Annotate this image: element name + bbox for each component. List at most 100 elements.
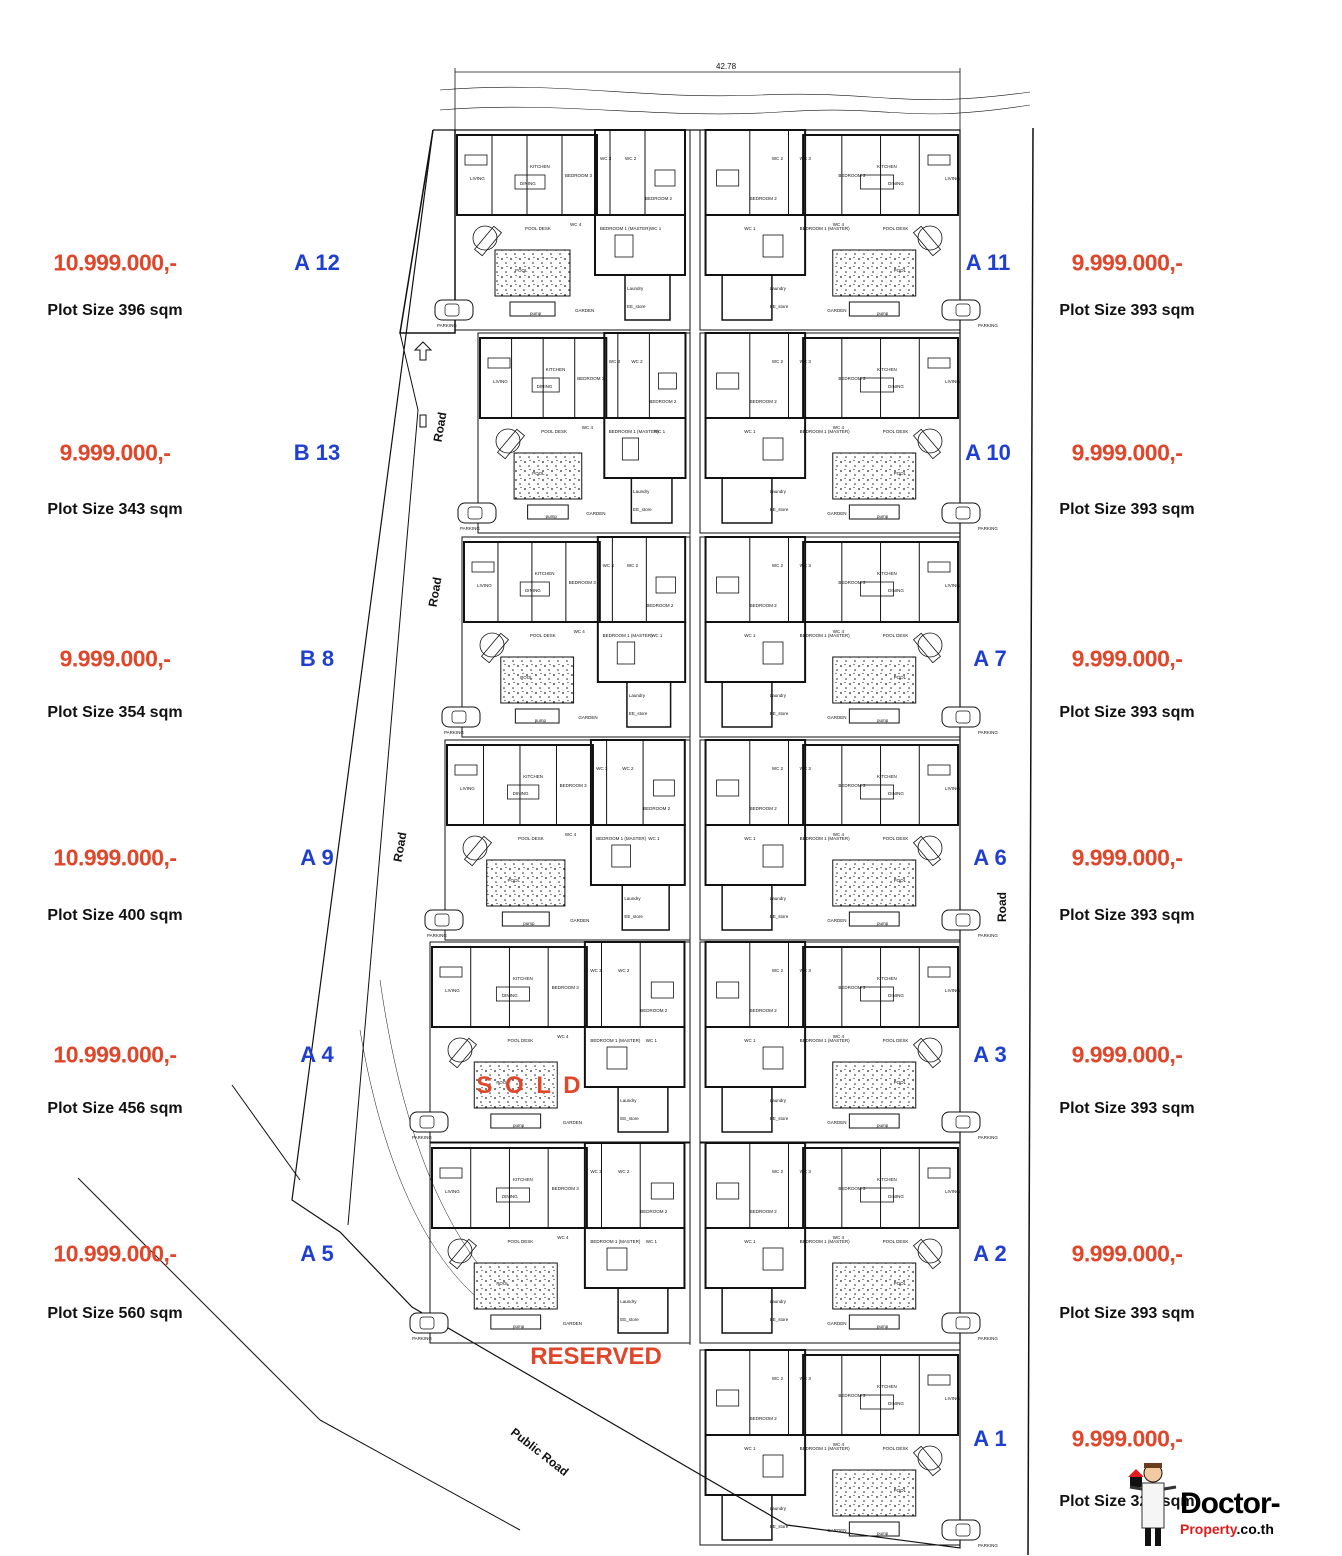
room-label: EE_store (629, 711, 648, 716)
plot-size: Plot Size 393 sqm (1059, 302, 1195, 319)
plot-id: A 9 (300, 845, 334, 870)
room-label: DINING (888, 1194, 904, 1199)
plot-id: A 3 (973, 1042, 1007, 1067)
room-label: BEDROOM 3 (552, 1186, 580, 1191)
room-label: pump (877, 1324, 889, 1329)
room-label: KITCHEN (513, 976, 533, 981)
room-label: Laundry (627, 286, 644, 291)
plot-price: 9.999.000,- (59, 645, 171, 672)
room-label: pump (535, 718, 547, 723)
plot-id: A 4 (300, 1042, 334, 1067)
plot-size: Plot Size 393 sqm (1059, 1305, 1195, 1322)
room-label: WC 1 (744, 226, 756, 231)
room-label: KITCHEN (530, 164, 550, 169)
room-label: WC 3 (596, 766, 608, 771)
plot-size: Plot Size 354 sqm (47, 704, 183, 721)
room-label: Laundry (770, 1098, 787, 1103)
room-label: pump (523, 921, 535, 926)
room-label: POOL DESK (507, 1239, 533, 1244)
room-label: Laundry (620, 1299, 637, 1304)
room-label: WC 3 (800, 766, 812, 771)
room-label: KITCHEN (877, 571, 897, 576)
room-label: DINING (888, 588, 904, 593)
room-label: POOL (894, 471, 907, 476)
room-label: PARKING (412, 1135, 432, 1140)
room-label: WC 4 (582, 425, 594, 430)
room-label: EE_store (770, 507, 789, 512)
room-label: DINING (502, 1194, 518, 1199)
room-label: BEDROOM 3 (838, 376, 866, 381)
doctor-mascot-icon (1128, 1463, 1177, 1546)
room-label: BEDROOM 3 (838, 783, 866, 788)
room-label: pump (530, 311, 542, 316)
room-label: DINING (537, 384, 553, 389)
room-label: WC 2 (627, 563, 639, 568)
room-label: WC 1 (648, 836, 660, 841)
room-label: pump (513, 1324, 525, 1329)
room-label: EE_store (770, 1317, 789, 1322)
room-label: EE_store (770, 304, 789, 309)
room-label: BEDROOM 3 (838, 1393, 866, 1398)
plot-price: 9.999.000,- (1071, 1425, 1183, 1452)
room-label: WC 4 (833, 832, 845, 837)
plot-size: Plot Size 393 sqm (1059, 1100, 1195, 1117)
room-label: BEDROOM 2 (750, 1416, 778, 1421)
room-label: EE_store (770, 1116, 789, 1121)
room-label: Laundry (770, 286, 787, 291)
room-label: PARKING (412, 1336, 432, 1341)
room-label: BEDROOM 1 (MASTER) (800, 1239, 851, 1244)
room-label: WC 4 (557, 1034, 569, 1039)
room-label: GARDEN (563, 1120, 582, 1125)
room-label: BEDROOM 1 (MASTER) (590, 1038, 641, 1043)
room-label: POOL DESK (541, 429, 567, 434)
room-label: POOL (894, 268, 907, 273)
room-label: BEDROOM 2 (646, 603, 674, 608)
room-label: PARKING (978, 730, 998, 735)
room-label: PARKING (978, 1135, 998, 1140)
room-label: BEDROOM 3 (552, 985, 580, 990)
room-label: GARDEN (570, 918, 589, 923)
room-label: WC 3 (800, 563, 812, 568)
room-label: PARKING (437, 323, 457, 328)
room-label: WC 3 (800, 968, 812, 973)
room-label: WC 4 (565, 832, 577, 837)
room-label: EE_store (770, 914, 789, 919)
room-label: LIVING (945, 176, 960, 181)
room-label: BEDROOM 2 (750, 399, 778, 404)
room-label: WC 3 (800, 359, 812, 364)
room-label: POOL (894, 1488, 907, 1493)
room-label: PARKING (978, 1543, 998, 1548)
room-label: BEDROOM 1 (MASTER) (600, 226, 651, 231)
room-label: WC 1 (744, 1446, 756, 1451)
room-label: KITCHEN (546, 367, 566, 372)
room-label: BEDROOM 3 (560, 783, 588, 788)
room-label: WC 4 (833, 222, 845, 227)
room-label: PARKING (460, 526, 480, 531)
plot-id: A 7 (973, 646, 1007, 671)
room-label: Laundry (629, 693, 646, 698)
plot-size: Plot Size 343 sqm (47, 501, 183, 518)
room-label: BEDROOM 3 (838, 1186, 866, 1191)
room-label: POOL (520, 675, 533, 680)
plot-id: B 8 (299, 646, 335, 671)
room-label: Laundry (770, 693, 787, 698)
room-label: WC 2 (618, 1169, 630, 1174)
room-label: BEDROOM 3 (565, 173, 593, 178)
room-label: KITCHEN (535, 571, 555, 576)
room-label: POOL DESK (883, 1446, 909, 1451)
room-label: POOL DESK (883, 633, 909, 638)
